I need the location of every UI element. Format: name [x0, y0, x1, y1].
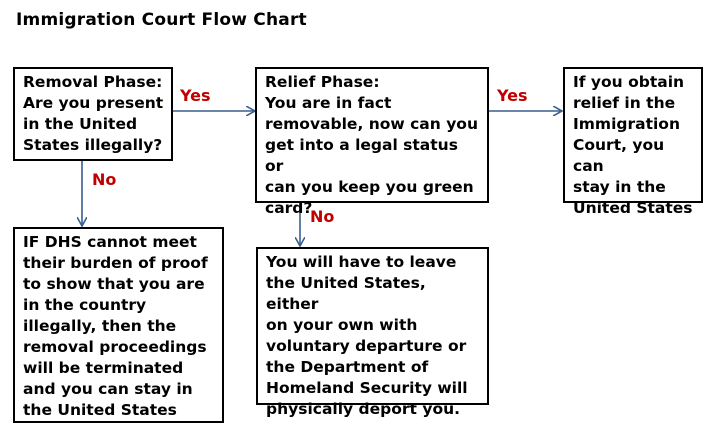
relief-line: removable, now can you [265, 115, 478, 133]
obtain-line: stay in the [573, 178, 666, 196]
no-label-1: No [92, 170, 117, 189]
leave-line: the United States, either [266, 274, 426, 313]
relief-line: Relief Phase: [265, 73, 380, 91]
yes-label-2: Yes [497, 86, 528, 105]
chart-title: Immigration Court Flow Chart [16, 10, 307, 30]
dhs-line: in the country [23, 296, 147, 314]
dhs-line: to show that you are [23, 275, 205, 293]
relief-line: get into a legal status or [265, 136, 458, 175]
yes-label-1: Yes [180, 86, 211, 105]
removal-line: Removal Phase: [23, 73, 163, 91]
dhs-line: the United States [23, 401, 177, 419]
relief-phase-box: Relief Phase: You are in fact removable,… [255, 67, 489, 217]
relief-line: You are in fact [265, 94, 392, 112]
removal-phase-box: Removal Phase: Are you present in the Un… [13, 67, 173, 161]
leave-line: on your own with [266, 316, 418, 334]
obtain-line: United States [573, 199, 693, 217]
removal-line: States illegally? [23, 136, 163, 154]
dhs-line: and you can stay in [23, 380, 193, 398]
dhs-line: removal proceedings [23, 338, 207, 356]
dhs-line: IF DHS cannot meet [23, 233, 197, 251]
leave-line: the Department of [266, 358, 429, 376]
obtain-line: relief in the [573, 94, 676, 112]
dhs-terminated-box: IF DHS cannot meet their burden of proof… [13, 227, 224, 423]
leave-us-box: You will have to leave the United States… [256, 247, 489, 418]
dhs-line: their burden of proof [23, 254, 208, 272]
leave-line: You will have to leave [266, 253, 457, 271]
obtain-relief-box: If you obtain relief in the Immigration … [563, 67, 703, 217]
leave-line: physically deport you. [266, 400, 461, 418]
dhs-line: will be terminated [23, 359, 184, 377]
leave-line: Homeland Security will [266, 379, 468, 397]
obtain-line: Immigration [573, 115, 680, 133]
dhs-line: illegally, then the [23, 317, 177, 335]
leave-line: voluntary departure or [266, 337, 467, 355]
removal-line: Are you present [23, 94, 164, 112]
relief-line: card? [265, 199, 313, 217]
obtain-line: If you obtain [573, 73, 685, 91]
no-label-2: No [310, 207, 335, 226]
obtain-line: Court, you can [573, 136, 665, 175]
relief-line: can you keep you green [265, 178, 474, 196]
removal-line: in the United [23, 115, 138, 133]
